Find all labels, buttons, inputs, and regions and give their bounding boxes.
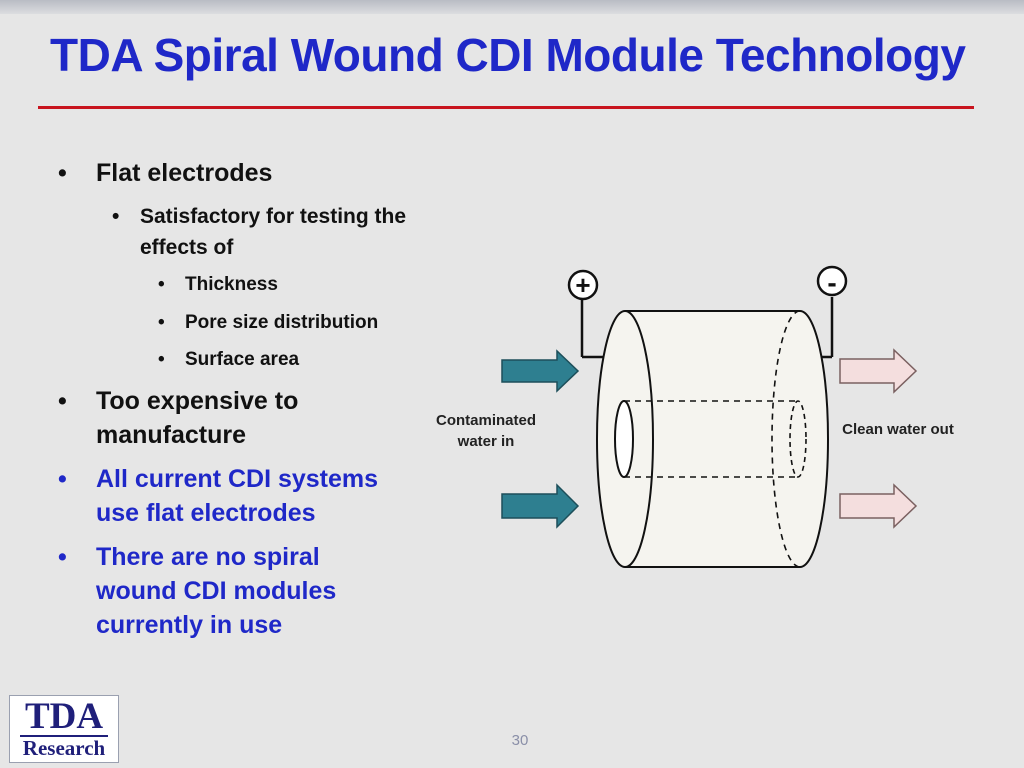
outlet-label: Clean water out [842, 421, 954, 438]
inlet-arrow-top [501, 349, 580, 393]
tda-research-logo: TDA Research [9, 695, 119, 763]
negative-terminal: - [816, 265, 848, 298]
bullet-dot: • [158, 274, 165, 295]
bullet-dot: • [158, 349, 165, 370]
bullet-all-current: • All current CDI systems use flat elect… [58, 462, 428, 530]
slide-title: TDA Spiral Wound CDI Module Technology [50, 29, 966, 81]
title-underline [38, 106, 974, 109]
bullet-surface-area: • Surface area [158, 347, 428, 373]
bullet-dot: • [112, 205, 120, 228]
inlet-label-line1: Contaminated [436, 412, 536, 429]
positive-terminal: + [567, 269, 599, 301]
bullet-dot: • [58, 159, 67, 187]
bullet-dot: • [58, 465, 67, 493]
bullet-text: Surface area [185, 349, 300, 370]
outlet-arrow-bottom [839, 483, 918, 529]
bullet-text: Satisfactory for testing the effects of [140, 205, 407, 259]
bullet-dot: • [58, 387, 67, 415]
outlet-arrow-top [839, 348, 918, 394]
bullet-dot: • [58, 543, 67, 571]
plus-label: + [575, 270, 590, 300]
bullet-text: There are no spiral wound CDI modules cu… [96, 543, 337, 639]
page-number: 30 [511, 732, 529, 749]
bullet-flat-electrodes: • Flat electrodes [58, 156, 418, 190]
bullet-pore-size: • Pore size distribution [158, 310, 428, 336]
cdi-module-diagram: + - Contaminated water in Clean water ou… [436, 265, 954, 568]
bullet-text: Pore size distribution [185, 312, 379, 333]
inner-tube [614, 400, 807, 478]
bullet-text: Too expensive to manufacture [96, 387, 299, 449]
bullet-no-spiral: • There are no spiral wound CDI modules … [58, 540, 428, 642]
bullet-text: Flat electrodes [96, 159, 273, 187]
minus-label: - [827, 267, 836, 298]
top-band [0, 0, 1024, 14]
bullet-too-expensive: • Too expensive to manufacture [58, 384, 418, 452]
bullet-text: Thickness [185, 274, 278, 295]
logo-top-text: TDA [24, 696, 104, 737]
logo-bottom-text: Research [19, 735, 109, 759]
bullet-satisfactory: • Satisfactory for testing the effects o… [112, 201, 432, 263]
bullet-dot: • [158, 312, 165, 333]
inlet-label-line2: water in [457, 433, 515, 450]
bullet-thickness: • Thickness [158, 272, 428, 298]
bullet-text: All current CDI systems use flat electro… [96, 465, 379, 527]
inlet-arrow-bottom [501, 483, 580, 529]
